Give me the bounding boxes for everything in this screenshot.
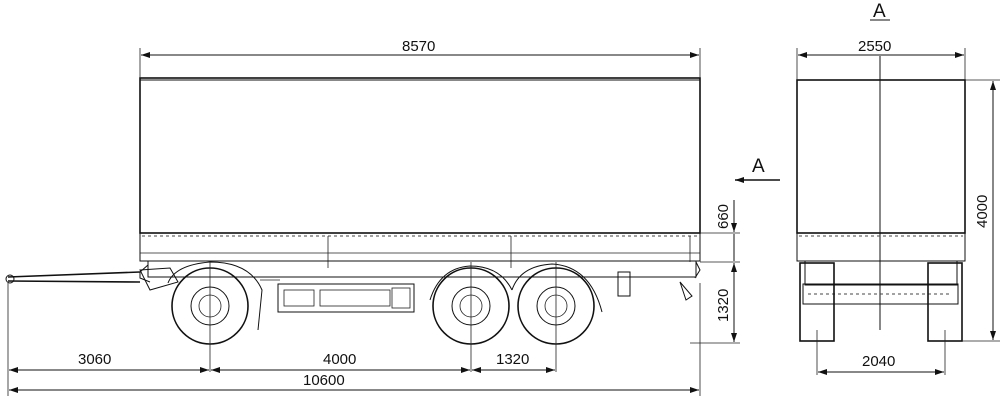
rear-fender-1: [429, 265, 513, 301]
dim-overall-width-label: 2550: [858, 38, 891, 55]
side-view: [5, 77, 701, 372]
section-label-side: A: [752, 156, 765, 177]
dim-overall-height-label: 4000: [974, 195, 991, 228]
dim-body-length-label: 8570: [402, 38, 435, 55]
rear-frame: [804, 260, 958, 286]
dim-axle-base-label: 4000: [323, 351, 356, 368]
side-board: [139, 232, 701, 262]
dim-drawbar-to-axle-label: 3060: [78, 351, 111, 368]
rear-light-box: [617, 271, 631, 297]
rear-fender-2: [511, 263, 603, 313]
dim-1320-deck-label: 1320: [715, 289, 732, 322]
dim-660-label: 660: [715, 204, 732, 229]
tool-box: [277, 283, 415, 313]
dim-rear-axle-spacing-label: 1320: [496, 351, 529, 368]
rear-view-dimensions: 2550 4000 2040: [796, 38, 1000, 375]
rear-board: [796, 232, 966, 262]
rear-bumper: [802, 283, 959, 305]
rear-mudflap: [679, 281, 693, 301]
side-view-dimensions: 8570 660 1320 3060 4000 1320 10600 A: [7, 38, 780, 396]
dim-track-width-label: 2040: [862, 353, 895, 370]
tarp-body: [139, 77, 701, 234]
rear-tarp: [796, 79, 966, 234]
section-label-top: A: [873, 1, 886, 22]
dim-overall-length-label: 10600: [303, 372, 345, 389]
rear-frame-corner: [694, 261, 701, 279]
rear-view: A: [796, 1, 966, 375]
drawbar: [5, 267, 179, 291]
